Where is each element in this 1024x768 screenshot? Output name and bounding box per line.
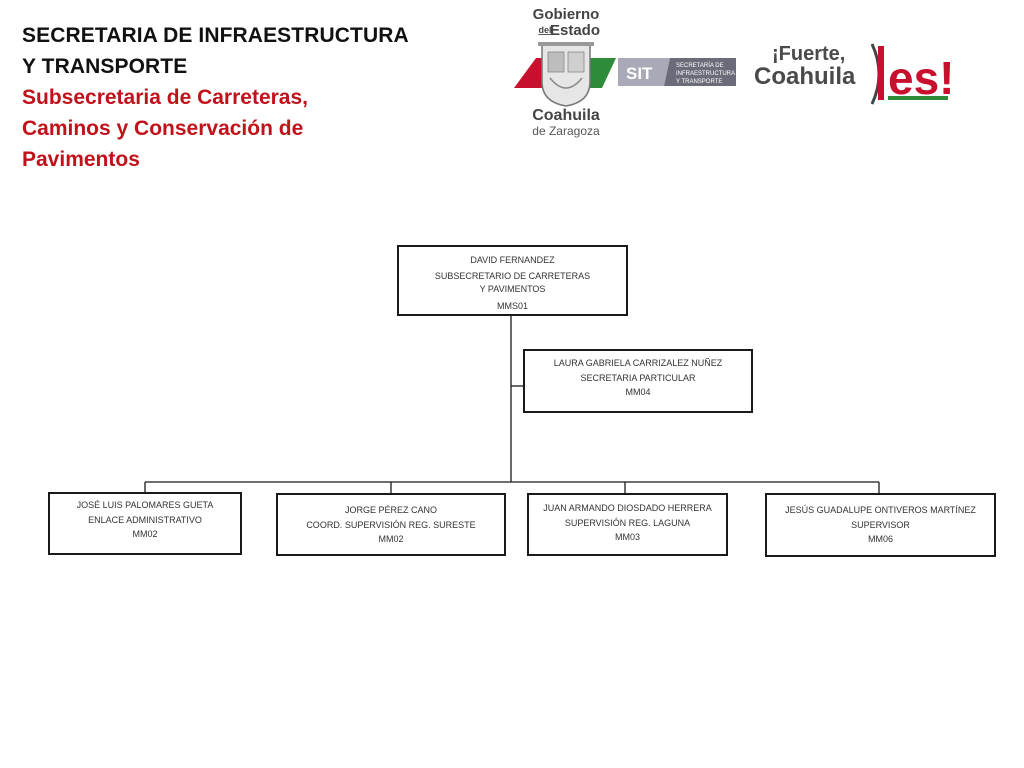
logo-gobierno-text: Gobierno (533, 6, 600, 23)
report-3-name: JUAN ARMANDO DIOSDADO HERRERA (543, 503, 712, 513)
report-3-code: MM03 (614, 532, 640, 542)
org-box-report-1: JOSÉ LUIS PALOMARES GUETA ENLACE ADMINIS… (48, 492, 242, 555)
report-1-name: JOSÉ LUIS PALOMARES GUETA (76, 500, 214, 510)
subtitle-line-3: Pavimentos (22, 148, 140, 171)
title-line-2: Y TRANSPORTE (22, 55, 188, 78)
subtitle-line-1: Subsecretaria de Carreteras, (22, 86, 308, 109)
fuerte-coahuila-logo: ¡Fuerte, Coahuila es! (754, 43, 954, 105)
fuerte-text: ¡Fuerte, (772, 43, 845, 65)
head-role: SUBSECRETARIO DE CARRETERAS Y PAVIMENTOS (434, 271, 591, 294)
assistant-code: MM04 (625, 387, 651, 397)
logo-coahuila-text: Coahuila (532, 107, 600, 124)
title-line-1: SECRETARIA DE INFRAESTRUCTURA (22, 24, 409, 47)
sit-line1-text: SECRETARÍA DE (676, 62, 724, 69)
sit-line2-text: INFRAESTRUCTURA (676, 71, 735, 77)
report-2-code: MM02 (378, 534, 404, 544)
coahuila-text: Coahuila (754, 63, 856, 90)
org-box-report-3: JUAN ARMANDO DIOSDADO HERRERA SUPERVISIÓ… (527, 493, 728, 556)
assistant-name: LAURA GABRIELA CARRIZALEZ NUÑEZ (553, 358, 723, 368)
org-box-report-2: JORGE PÉREZ CANO COORD. SUPERVISIÓN REG.… (276, 493, 506, 556)
bracket-shape (870, 43, 881, 105)
report-4-name: JESÚS GUADALUPE ONTIVEROS MARTÍNEZ (785, 505, 976, 515)
sit-line3-text: Y TRANSPORTE (676, 79, 722, 85)
assistant-role: SECRETARIA PARTICULAR (580, 373, 696, 383)
report-1-role: ENLACE ADMINISTRATIVO (88, 515, 202, 525)
gobierno-coahuila-logo: Gobierno del Estado Coahuila de Zaragoza (514, 6, 616, 138)
report-1-code: MM02 (132, 529, 158, 539)
sit-logo: SIT SECRETARÍA DE INFRAESTRUCTURA Y TRAN… (618, 58, 736, 86)
sit-abbr-text: SIT (626, 64, 653, 83)
report-2-name: JORGE PÉREZ CANO (344, 505, 437, 515)
head-name: DAVID FERNANDEZ (470, 255, 555, 265)
org-box-head: DAVID FERNANDEZ SUBSECRETARIO DE CARRETE… (397, 245, 628, 316)
subtitle-line-2: Caminos y Conservación de (22, 117, 304, 140)
logo-estado-text: Estado (550, 22, 600, 39)
report-3-role: SUPERVISIÓN REG. LAGUNA (564, 518, 691, 528)
report-4-role: SUPERVISOR (851, 520, 910, 530)
org-box-assistant: LAURA GABRIELA CARRIZALEZ NUÑEZ SECRETAR… (523, 349, 753, 413)
es-accent-text: es! (888, 52, 954, 104)
report-4-code: MM06 (867, 534, 893, 544)
head-code: MMS01 (496, 301, 528, 311)
logo-zaragoza-text: de Zaragoza (532, 124, 600, 138)
header: SECRETARIA DE INFRAESTRUCTURA Y TRANSPOR… (22, 20, 422, 175)
org-box-report-4: JESÚS GUADALUPE ONTIVEROS MARTÍNEZ SUPER… (765, 493, 996, 557)
logo-del-text: del (538, 25, 551, 35)
report-2-role: COORD. SUPERVISIÓN REG. SURESTE (306, 520, 476, 530)
